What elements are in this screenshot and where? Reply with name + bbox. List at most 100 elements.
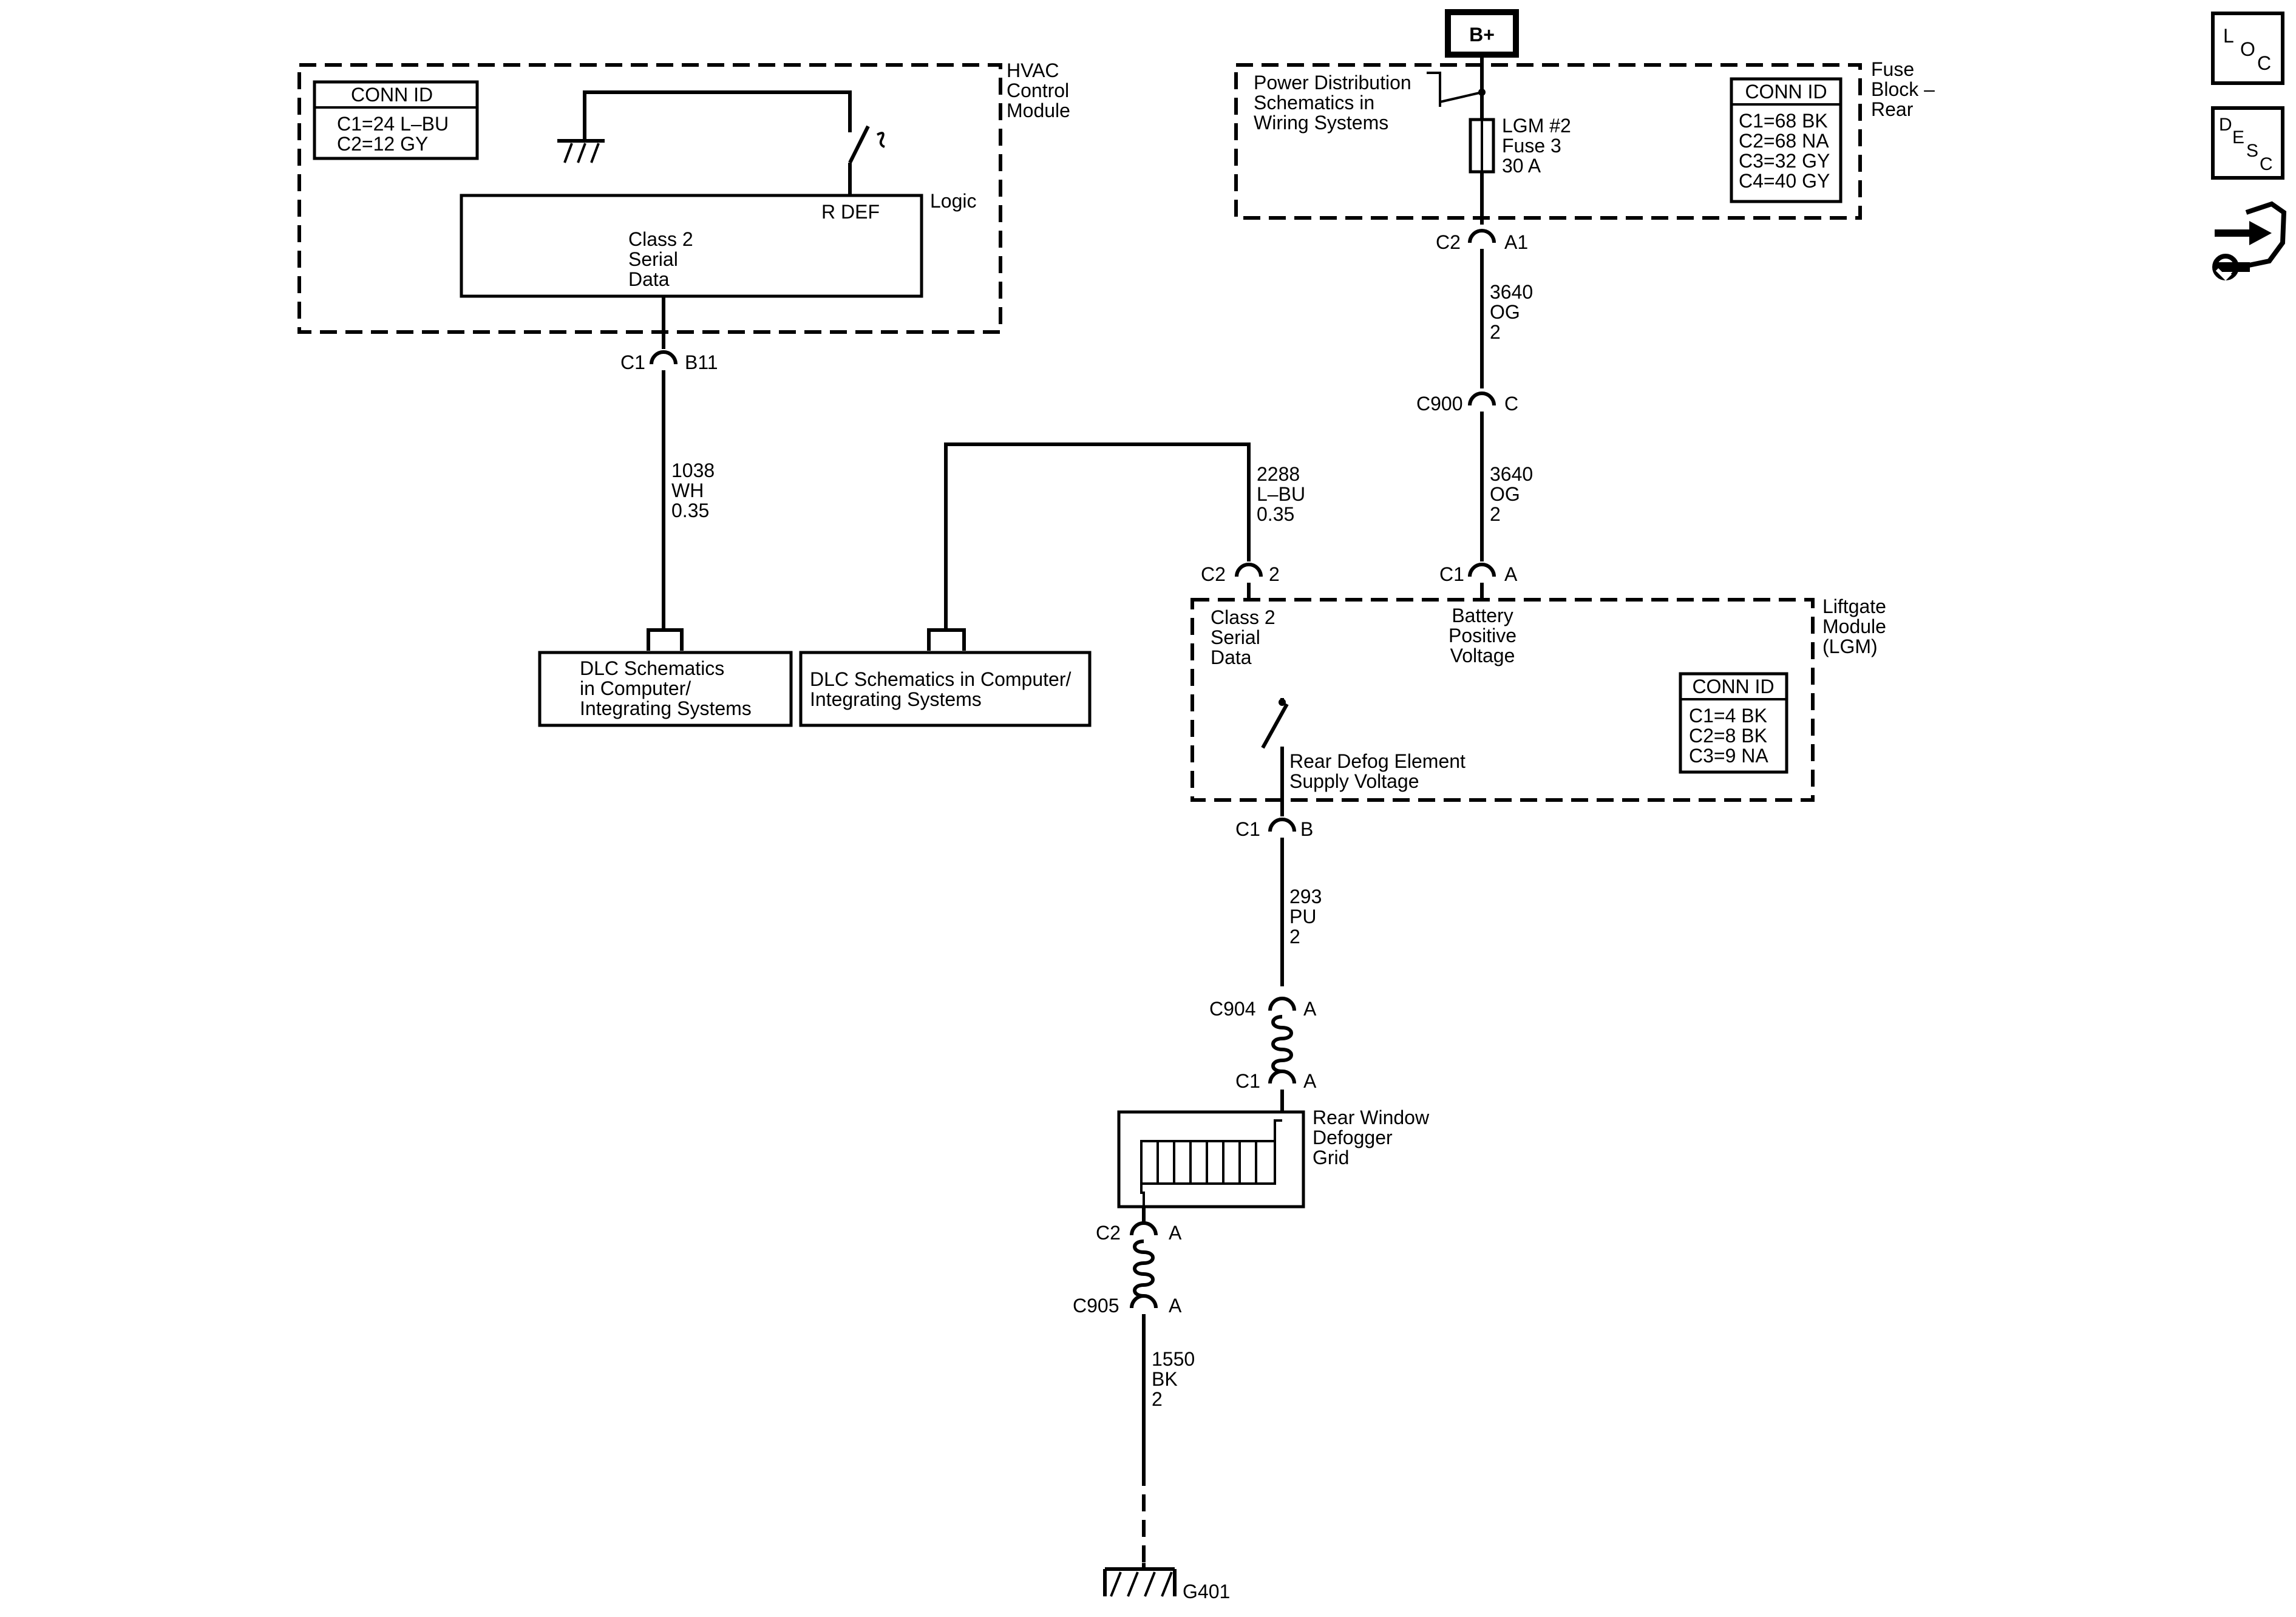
- wire-1038-color: WH: [671, 480, 704, 501]
- hvac-title-2: Control: [1007, 80, 1069, 101]
- wire-1550-gauge: 2: [1152, 1388, 1163, 1410]
- hvac-logic-box: [460, 194, 923, 298]
- wire-293-color: PU: [1289, 906, 1316, 927]
- loc-icon[interactable]: L O C: [2211, 12, 2284, 85]
- defogger-outer-box: [1117, 1110, 1305, 1209]
- fuse-block-title-2: Block –: [1871, 78, 1935, 100]
- fuse-block-title-3: Rear: [1871, 98, 1914, 120]
- fuse-block-conn-id: C2: [1436, 231, 1461, 253]
- c900-id: C900: [1416, 393, 1463, 415]
- wire-1550-num: 1550: [1152, 1348, 1195, 1370]
- grid-c2a-id: C2: [1096, 1222, 1121, 1244]
- hvac-connector-c1-b11: C1 B11: [620, 350, 718, 382]
- fuse-block-connector-c2-a1: C2 A1: [1436, 229, 1528, 261]
- b-plus-label: B+: [1469, 24, 1495, 46]
- hvac-logic-label: Logic: [930, 190, 977, 212]
- defog-switch-icon: [1261, 698, 1289, 816]
- hvac-ground-symbol: [557, 139, 605, 163]
- lgm-battery-line-3: Voltage: [1450, 645, 1515, 666]
- wire-293-num: 293: [1289, 886, 1322, 907]
- dlc-right-box: DLC Schematics in Computer/ Integrating …: [799, 628, 1092, 727]
- svg-text:L: L: [2223, 25, 2234, 47]
- rear-window-defogger-grid: Rear Window Defogger Grid: [1117, 1107, 1430, 1209]
- lgm-connector-c1-a: C1 A: [1439, 563, 1518, 598]
- fuse-block-conn-row-4: C4=40 GY: [1739, 170, 1830, 192]
- wire-coil-upper: [1271, 1015, 1293, 1073]
- fuse-block-conn-id-table: CONN ID C1=68 BK C2=68 NA C3=32 GY C4=40…: [1730, 77, 1843, 203]
- lgm-connector-c2-2: C2 2: [1201, 563, 1280, 598]
- dlc-right-line-2: Integrating Systems: [810, 688, 982, 710]
- wire-1038-num: 1038: [671, 459, 715, 481]
- lgm-class2-line-1: Class 2: [1211, 606, 1275, 628]
- defogger-line-3: Grid: [1313, 1147, 1349, 1168]
- lgm-title-1: Liftgate: [1822, 595, 1886, 617]
- hvac-conn-id-table: CONN ID C1=24 L–BU C2=12 GY: [313, 80, 479, 160]
- lgm-c2-pin: 2: [1269, 563, 1280, 585]
- lgm-c1a-pin: A: [1504, 563, 1518, 585]
- lgm-c1b-pin: B: [1300, 818, 1313, 840]
- wire-2288: [944, 442, 1251, 630]
- dlc-left-line-3: Integrating Systems: [580, 697, 752, 719]
- lgm-class2-line-2: Serial: [1211, 626, 1260, 648]
- b-plus-terminal: B+: [1445, 9, 1519, 58]
- connector-c905: C905 A: [1073, 1294, 1182, 1326]
- wire-3640b-gauge: 2: [1490, 503, 1501, 525]
- rdef-switch-icon: [848, 125, 885, 195]
- hvac-conn-id-row-2: C2=12 GY: [337, 133, 428, 155]
- wire-1550-color: BK: [1152, 1368, 1178, 1390]
- lgm-conn-id-table: CONN ID C1=4 BK C2=8 BK C3=9 NA: [1679, 672, 1788, 774]
- c904-pin: A: [1303, 998, 1317, 1020]
- hvac-conn-id: C1: [620, 351, 645, 373]
- wire-3640b-num: 3640: [1490, 463, 1533, 485]
- connector-c900: C900 C: [1416, 392, 1518, 425]
- connector-repair-icon[interactable]: [2212, 201, 2287, 281]
- wire-2288-color: L–BU: [1257, 483, 1305, 505]
- lgm-connector-c1-b: C1 B: [1235, 818, 1313, 850]
- desc-icon[interactable]: D E S C: [2211, 106, 2284, 180]
- fuse-block-rear: Fuse Block – Rear Power Distribution Sch…: [1234, 58, 1935, 225]
- grid-c2a-pin: A: [1169, 1222, 1182, 1244]
- c900-pin: C: [1504, 393, 1518, 415]
- defog-supply-line-1: Rear Defog Element: [1289, 750, 1466, 772]
- hvac-class2-line-2: Serial: [628, 248, 678, 270]
- wire-2288-gauge: 0.35: [1257, 503, 1294, 525]
- hvac-control-module: HVAC Control Module CONN ID C1=24 L–BU C…: [297, 59, 1070, 349]
- lgm-c1a-id: C1: [1439, 563, 1464, 585]
- hvac-conn-id-header: CONN ID: [351, 84, 433, 106]
- dlc-left-line-2: in Computer/: [580, 677, 691, 699]
- fuse-block-conn-id-header: CONN ID: [1745, 81, 1827, 103]
- wire-1038-gauge: 0.35: [671, 500, 709, 521]
- lgm-title-2: Module: [1822, 615, 1886, 637]
- svg-text:C: C: [2260, 154, 2273, 174]
- lgm-title-3: (LGM): [1822, 636, 1878, 657]
- liftgate-module: Liftgate Module (LGM) Class 2 Serial Dat…: [1190, 595, 1886, 816]
- grid-c1a-id: C1: [1235, 1070, 1260, 1092]
- hvac-title-3: Module: [1007, 100, 1070, 121]
- lgm-battery-line-2: Positive: [1449, 625, 1517, 646]
- power-dist-line-2: Schematics in: [1254, 92, 1374, 114]
- ground-label: G401: [1183, 1581, 1230, 1602]
- svg-text:S: S: [2246, 141, 2258, 161]
- grid-connector-c1-a: C1 A: [1235, 1070, 1317, 1092]
- wire-3640a-num: 3640: [1490, 281, 1533, 303]
- wire-2288-num: 2288: [1257, 463, 1300, 485]
- hvac-conn-pin: B11: [685, 351, 718, 373]
- ground-g401-icon: [1103, 1563, 1177, 1597]
- lgm-boundary: [1190, 598, 1815, 802]
- lgm-conn-row-2: C2=8 BK: [1689, 725, 1767, 747]
- lgm-conn-row-1: C1=4 BK: [1689, 705, 1767, 727]
- grid-c1a-pin: A: [1303, 1070, 1317, 1092]
- hvac-class2-line-1: Class 2: [628, 228, 693, 250]
- dlc-left-line-1: DLC Schematics: [580, 657, 724, 679]
- grid-connector-c2-a: C2 A: [1096, 1221, 1182, 1244]
- hvac-conn-id-row-1: C1=24 L–BU: [337, 113, 449, 135]
- dlc-right-line-1: DLC Schematics in Computer/: [810, 668, 1071, 690]
- lgm-battery-line-1: Battery: [1452, 605, 1513, 626]
- lgm-c2-id: C2: [1201, 563, 1226, 585]
- wire-293-gauge: 2: [1289, 926, 1300, 947]
- fuse-block-boundary: [1234, 63, 1862, 220]
- fuse-block-conn-pin: A1: [1504, 231, 1528, 253]
- lgm-class2-line-3: Data: [1211, 646, 1252, 668]
- wire-coil-lower: [1133, 1239, 1155, 1298]
